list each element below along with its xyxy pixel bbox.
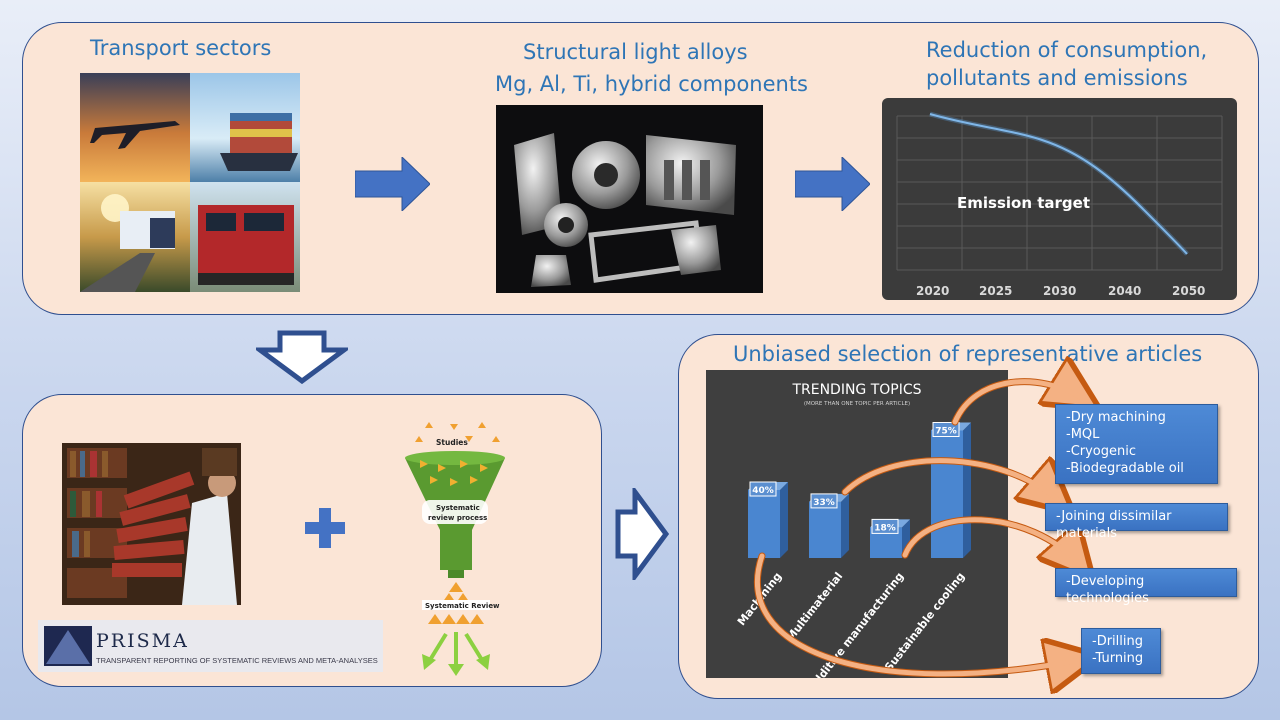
trending-topics-chart: TRENDING TOPICS (MORE THAN ONE TOPIC PER… xyxy=(706,370,1008,694)
bar-side-1 xyxy=(841,493,849,558)
machining-item: -Turning xyxy=(1092,651,1144,666)
systematic-review-label: Systematic Review xyxy=(425,602,500,610)
bar-side-0 xyxy=(780,482,788,558)
value-label-box-1 xyxy=(810,493,838,509)
chart-title: TRENDING TOPICS xyxy=(791,382,921,398)
transport-sectors-title: Transport sectors xyxy=(90,36,272,60)
prisma-tagline: TRANSPARENT REPORTING OF SYSTEMATIC REVI… xyxy=(96,656,378,665)
systematic-review-funnel: Studies Systematic review process System… xyxy=(405,422,505,676)
arrow-right-outline-icon xyxy=(615,488,669,580)
multimaterial-item: -Joining dissimilar materials xyxy=(1056,509,1172,541)
alloy-components-photo xyxy=(496,105,763,293)
year-tick-2020: 2020 xyxy=(916,284,949,298)
reduction-title-line1: Reduction of consumption, xyxy=(926,38,1208,62)
year-tick-2040: 2040 xyxy=(1108,284,1141,298)
year-tick-2030: 2030 xyxy=(1043,284,1076,298)
prisma-logo: PRISMA TRANSPARENT REPORTING OF SYSTEMAT… xyxy=(38,620,383,672)
value-label-1: 33% xyxy=(813,498,835,508)
bar-side-3 xyxy=(963,422,971,558)
funnel-label-line2: review process xyxy=(428,514,487,522)
sustainable-item: -Cryogenic xyxy=(1066,444,1137,459)
value-label-0: 40% xyxy=(752,486,774,496)
value-label-box-3 xyxy=(932,422,960,437)
studies-label: Studies xyxy=(436,438,468,447)
multimaterial-box: -Joining dissimilar materials xyxy=(1045,503,1228,541)
value-label-3: 75% xyxy=(935,427,957,437)
sustainable-item: -Biodegradable oil xyxy=(1066,461,1184,476)
prisma-name: PRISMA xyxy=(96,630,189,652)
additive-box: -Developing technologies xyxy=(1055,568,1237,606)
year-tick-2050: 2050 xyxy=(1172,284,1205,298)
books-photo xyxy=(62,443,241,605)
alloys-title-line1: Structural light alloys xyxy=(523,40,748,64)
bar-1 xyxy=(809,501,841,558)
sustainable-item: -Dry machining xyxy=(1066,410,1166,425)
machining-box: -Drilling -Turning xyxy=(1081,628,1161,674)
plus-icon xyxy=(305,508,345,548)
category-label-0: Machining xyxy=(735,570,785,628)
category-label-1: Multimaterial xyxy=(784,570,846,644)
sustainable-cooling-box: -Dry machining -MQL -Cryogenic -Biodegra… xyxy=(1055,404,1218,484)
chart-subtitle: (MORE THAN ONE TOPIC PER ARTICLE) xyxy=(804,401,910,407)
value-label-2: 18% xyxy=(874,523,896,533)
funnel-label-line1: Systematic xyxy=(436,504,480,512)
machining-item: -Drilling xyxy=(1092,634,1143,649)
value-label-box-0 xyxy=(749,481,777,497)
arrow-down-icon xyxy=(256,330,348,384)
alloys-title-line2: Mg, Al, Ti, hybrid components xyxy=(495,72,809,96)
year-tick-2025: 2025 xyxy=(979,284,1012,298)
reduction-title-line2: pollutants and emissions xyxy=(926,66,1188,90)
emission-chart: Emission target 2020 2025 2030 2040 2050 xyxy=(882,98,1237,300)
value-label-box-2 xyxy=(871,518,899,534)
emission-target-label: Emission target xyxy=(957,194,1090,212)
transport-collage xyxy=(80,73,300,292)
selection-title: Unbiased selection of representative art… xyxy=(733,342,1203,366)
bar-3 xyxy=(931,430,963,558)
bar-0 xyxy=(748,490,780,558)
arrow-right-icon-2 xyxy=(795,157,870,211)
arrow-right-icon xyxy=(355,157,430,211)
sustainable-item: -MQL xyxy=(1066,427,1100,442)
additive-item: -Developing technologies xyxy=(1066,574,1149,606)
